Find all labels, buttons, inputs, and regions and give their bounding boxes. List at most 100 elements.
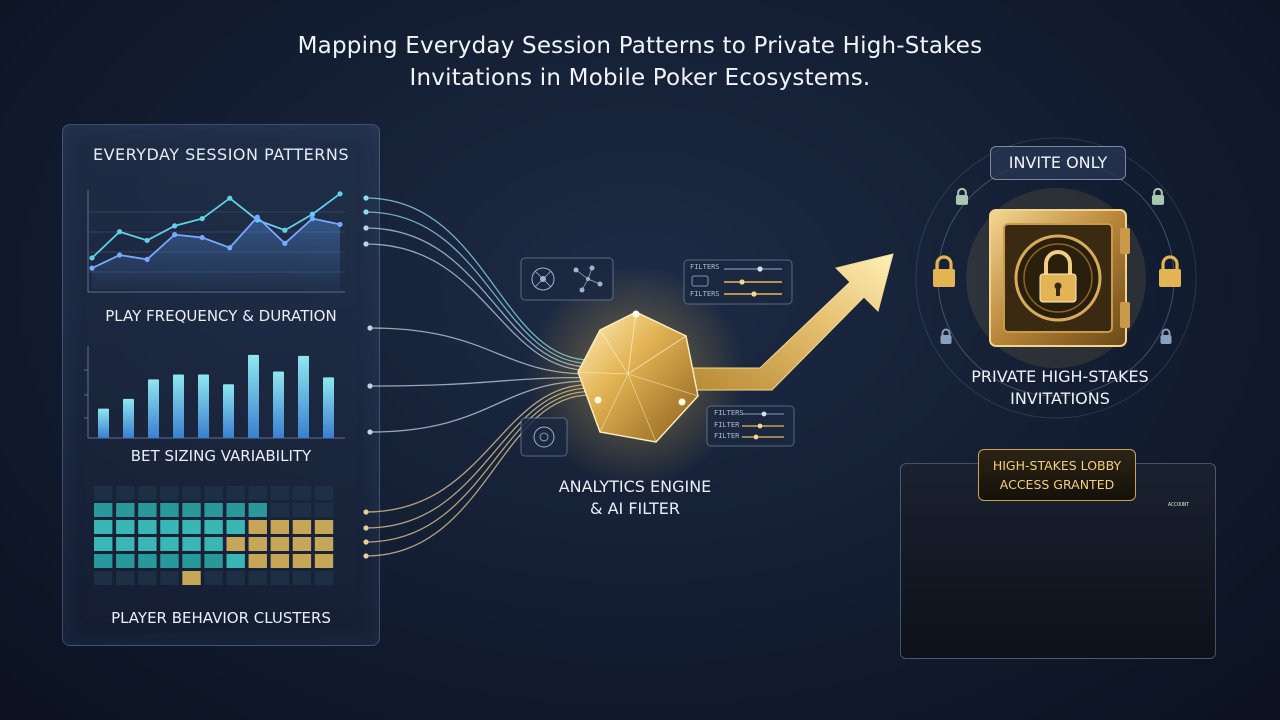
line-point <box>89 255 95 261</box>
line-point <box>172 232 178 238</box>
heatmap-cell <box>204 520 223 534</box>
connector-dot <box>363 241 369 247</box>
title-line-2: Invitations in Mobile Poker Ecosystems. <box>409 65 871 91</box>
line-series-2 <box>91 215 341 269</box>
bar <box>148 379 159 438</box>
heatmap-cell <box>94 554 113 568</box>
lobby-screen-text: ACCOUNT <box>1168 502 1190 508</box>
heatmap-cell <box>204 503 223 517</box>
heatmap-cell <box>94 571 113 585</box>
heatmap-cell <box>270 503 290 517</box>
line-point <box>227 195 233 201</box>
line-point <box>89 265 95 271</box>
line-point <box>337 191 343 197</box>
line-point <box>254 214 260 220</box>
heatmap-cell <box>94 520 113 534</box>
bar <box>273 371 284 438</box>
line-series-1 <box>91 193 341 259</box>
bar-chart <box>98 354 334 438</box>
heatmap-cell <box>248 554 267 568</box>
heatmap-cell <box>292 503 312 517</box>
connector-dot <box>363 525 369 531</box>
heatmap-cell <box>160 554 179 568</box>
private-invitations-label: PRIVATE HIGH-STAKES INVITATIONS <box>930 366 1190 410</box>
bar <box>223 384 234 438</box>
heatmap-cell <box>138 486 157 500</box>
heatmap-cell <box>116 520 135 534</box>
engine-label-line-1: ANALYTICS ENGINE <box>558 477 712 496</box>
heatmap-cell <box>270 571 290 585</box>
private-label-line-1: PRIVATE HIGH-STAKES <box>971 367 1149 386</box>
heatmap-cell <box>138 571 157 585</box>
heatmap-cell <box>182 486 201 500</box>
line-point <box>282 227 288 233</box>
heatmap-cell <box>248 520 267 534</box>
heatmap-cell <box>314 537 334 551</box>
filter-card-top <box>683 259 793 305</box>
line-chart-area <box>92 217 340 290</box>
padlock-icons <box>933 187 1181 344</box>
heatmap-cell <box>94 537 113 551</box>
line-point <box>309 216 316 222</box>
heatmap-cell <box>270 537 290 551</box>
analytics-engine-label: ANALYTICS ENGINE & AI FILTER <box>520 476 750 520</box>
filter-card-bottom <box>706 405 795 447</box>
heatmap-cell <box>292 537 312 551</box>
arrow-up-right-icon <box>689 253 894 391</box>
padlock-icon <box>1161 255 1179 270</box>
line-point <box>337 221 343 228</box>
heatmap-cell <box>160 571 179 585</box>
padlock-body <box>1159 269 1181 287</box>
connector-dot <box>363 553 369 559</box>
network-icon <box>520 257 614 301</box>
heatmap-cell <box>270 486 290 500</box>
invite-only-badge: INVITE ONLY <box>990 146 1126 180</box>
bar <box>248 354 259 438</box>
line-point <box>144 256 150 262</box>
heatmap-cell <box>204 486 223 500</box>
heatmap-cell <box>204 571 223 585</box>
brain-icon <box>520 417 568 457</box>
filter-card-text-4: FILTER <box>714 421 740 429</box>
line-chart <box>89 191 343 290</box>
line-point <box>199 216 205 222</box>
heatmap-cell <box>160 486 179 500</box>
heatmap-cell <box>116 537 135 551</box>
page-title: Mapping Everyday Session Patterns to Pri… <box>0 30 1280 94</box>
heatmap-cell <box>248 537 267 551</box>
heatmap-cell <box>204 554 223 568</box>
heatmap-cell <box>182 537 201 551</box>
filter-card-text-5: FILTER <box>714 432 740 440</box>
panel-title: EVERYDAY SESSION PATTERNS <box>92 145 350 164</box>
heatmap-cell <box>116 571 135 585</box>
connector-dot <box>367 383 373 389</box>
heatmap-cell <box>160 503 179 517</box>
line-point <box>116 229 123 235</box>
heatmap-cell <box>116 503 135 517</box>
engine-label-line-2: & AI FILTER <box>590 499 680 518</box>
connector-dot <box>367 325 373 331</box>
heatmap-cell <box>226 537 245 551</box>
bar <box>323 377 334 438</box>
padlock-icon <box>935 255 953 270</box>
heatmap-cell <box>182 503 201 517</box>
heatmap-cell <box>138 503 157 517</box>
bar <box>173 374 184 438</box>
heatmap-cell <box>248 571 267 585</box>
heatmap-cell <box>270 520 290 534</box>
line-point <box>282 240 288 246</box>
heatmap-cell <box>138 554 157 568</box>
heatmap-cell <box>182 520 201 534</box>
heatmap-cell <box>292 571 312 585</box>
heatmap-cell <box>314 503 334 517</box>
heatmap-cell <box>226 571 245 585</box>
line-point <box>144 237 150 244</box>
filter-card-text-1: FILTERS <box>690 263 720 271</box>
heatmap-cell <box>314 486 334 500</box>
line-point <box>199 234 205 241</box>
heatmap-cell <box>226 520 245 534</box>
padlock-body <box>1160 335 1172 344</box>
heatmap-cell <box>226 503 245 517</box>
lobby-line-1: HIGH-STAKES LOBBY <box>992 458 1122 473</box>
padlock-body <box>955 195 969 205</box>
